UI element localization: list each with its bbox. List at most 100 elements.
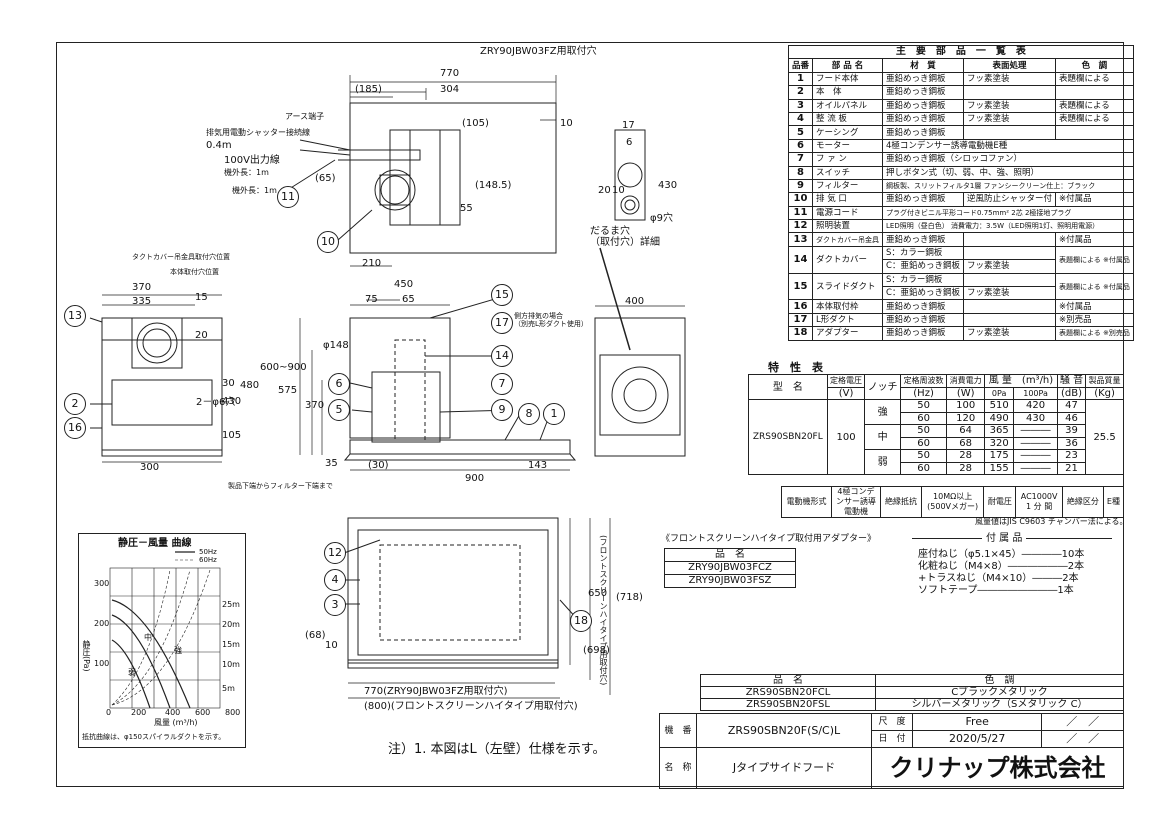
balloon-4: 4 xyxy=(324,569,346,591)
spec-cell: 60 xyxy=(899,411,948,425)
company-logo: クリナップ株式会社 xyxy=(871,747,1124,789)
part-no: 16 xyxy=(787,299,814,314)
dim-800: (800)(フロントスクリーンハイタイプ用取付穴) xyxy=(364,701,578,712)
spec-cell: 28 xyxy=(946,449,986,463)
tb-name-label: 名 称 xyxy=(659,747,697,789)
part-material: 4極コンデンサー誘導電動機E種 xyxy=(882,138,1134,154)
spec-notch-mid: 中 xyxy=(864,424,901,450)
spec-h-notch: ノッチ xyxy=(864,374,901,400)
part-material: 亜鉛めっき鋼板 xyxy=(882,192,964,207)
part-material: 亜鉛めっき鋼板 xyxy=(882,299,964,314)
pq-graph-box xyxy=(78,533,246,748)
part-surface: 逆風防止シャッター付 xyxy=(962,192,1056,207)
dim-430b: 430 xyxy=(222,396,242,407)
accessory-item: +トラスねじ（M4×10）―――2本 xyxy=(918,573,1079,584)
spec-cell: 320 xyxy=(984,436,1015,450)
dim-30: 30 xyxy=(222,378,235,389)
dim-770b: 770(ZRY90JBW03FZ用取付穴) xyxy=(364,686,508,697)
part-surface: フッ素塗装 xyxy=(962,71,1056,87)
spec-cell: 64 xyxy=(946,424,986,438)
dim-105b: 105 xyxy=(222,430,242,441)
shutter-line-label: 排気用電動シャッター接続線 xyxy=(206,128,310,137)
parts-h-no: 品番 xyxy=(787,58,814,73)
balloon-17: 17 xyxy=(491,312,513,334)
spec-cell: 68 xyxy=(946,436,986,450)
dim-65: (65) xyxy=(315,173,336,184)
dim-6: 6 xyxy=(626,137,633,148)
part-surface: フッ素塗装 xyxy=(962,111,1056,127)
dim-900: 900 xyxy=(465,473,485,484)
hole-dia-label: φ9穴 xyxy=(650,213,673,224)
accessory-item: 化粧ねじ（M4×8）――――――2本 xyxy=(918,561,1085,572)
graph-label-strong: 強 xyxy=(174,646,182,655)
part-no: 11 xyxy=(787,205,814,221)
part-no: 6 xyxy=(787,138,814,154)
accessories-box: 付 属 品 座付ねじ（φ5.1×45）――――10本 化粧ねじ（M4×8）―――… xyxy=(912,533,1112,601)
balloon-10: 10 xyxy=(317,231,339,253)
tb-color: シルバーメタリック（Sメタリック C） xyxy=(875,698,1124,711)
graph-title: 静圧－風量 曲線 xyxy=(118,538,192,549)
mount-hole-label: ZRY90JBW03FZ用取付穴 xyxy=(480,46,597,57)
dim-10c: 10 xyxy=(325,640,338,651)
right-view-outline xyxy=(594,317,686,457)
part-no: 13 xyxy=(787,232,814,247)
dim-370b: 370 xyxy=(305,400,325,411)
part-surface xyxy=(962,245,1056,261)
adapter-table: 品 名 ZRY90JBW03FCZ ZRY90JBW03FSZ xyxy=(664,548,796,588)
part-name: モーター xyxy=(812,138,884,154)
tb-name: Jタイプサイドフード xyxy=(696,747,872,789)
part-name: 本体取付枠 xyxy=(812,299,884,314)
dim-143: 143 xyxy=(528,460,548,471)
spec-h-noise: 騒 音 xyxy=(1056,374,1087,388)
part-material: 亜鉛めっき鋼板 xyxy=(882,125,964,140)
part-name: ケーシング xyxy=(812,125,884,140)
spec-cell: ――― xyxy=(1013,449,1058,463)
graph-xtick: 200 xyxy=(131,708,147,717)
graph-label-weak: 弱 xyxy=(128,668,136,677)
part-no: 8 xyxy=(787,165,814,180)
balloon-18: 18 xyxy=(570,610,592,632)
part-no: 2 xyxy=(787,85,814,100)
adapter-item: ZRY90JBW03FSZ xyxy=(664,574,796,588)
spec-cell: 50 xyxy=(899,449,948,463)
part-no: 1 xyxy=(787,71,814,87)
spec-sub-cell: 10MΩ以上 (500Vメガー) xyxy=(921,486,985,518)
part-name: ダクトカバー xyxy=(812,245,884,274)
tb-kishu: ZRS90SBN20F(S/C)L xyxy=(696,713,872,748)
graph-ytick: 200 xyxy=(94,619,110,628)
dim-fs: (フロントスクリーンハイタイプ用取付穴) xyxy=(599,535,608,686)
part-name: 排 気 口 xyxy=(812,192,884,207)
tb-scale-slash: ／ ／ xyxy=(1041,713,1124,731)
balloon-5: 5 xyxy=(328,399,350,421)
part-name: フィルター xyxy=(812,178,884,194)
part-no-15: 15 xyxy=(787,272,814,301)
dim-300: 300 xyxy=(140,462,160,473)
parts-title: 主 要 部 品 一 覧 表 xyxy=(788,44,1134,60)
part-name: 整 流 板 xyxy=(812,111,884,127)
hole-count-label: 2－φ6穴 xyxy=(196,397,236,408)
tb-model: ZRS90SBN20FSL xyxy=(700,698,876,711)
dim-650: 650 xyxy=(588,588,608,599)
spec-cell: 60 xyxy=(899,436,948,450)
part-color: 表題欄による xyxy=(1054,111,1134,127)
balloon-11: 11 xyxy=(277,186,299,208)
dim-480: 480 xyxy=(240,380,260,391)
parts-h-mat: 材 質 xyxy=(882,58,964,73)
part-surface: フッ素塗装 xyxy=(962,259,1056,274)
tb-col1: 品 名 xyxy=(700,674,876,687)
graph-ytick: 300 xyxy=(94,579,110,588)
part-surface: フッ素塗装 xyxy=(962,326,1056,341)
dim-30b: (30) xyxy=(368,460,389,471)
spec-h2-db: (dB) xyxy=(1056,386,1087,400)
graph-legend-60: 60Hz xyxy=(199,556,217,564)
